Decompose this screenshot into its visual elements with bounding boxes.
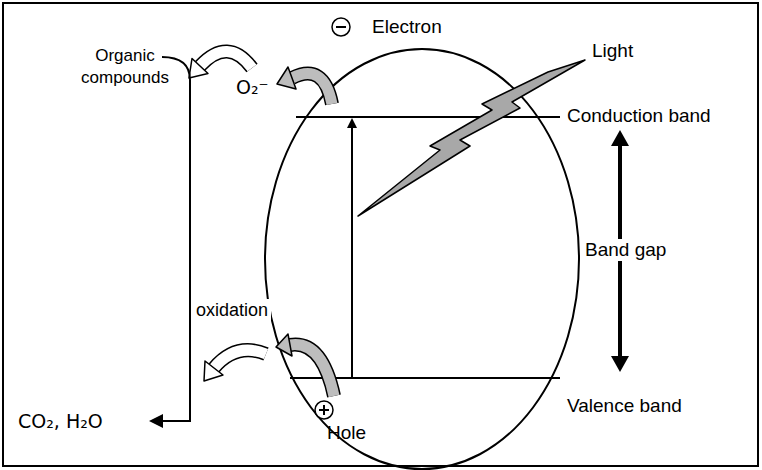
organic-compounds-label: Organic compounds: [65, 45, 185, 89]
excitation-arrow: [351, 120, 353, 378]
hole-symbol: [323, 405, 325, 415]
electron-symbol: [336, 26, 346, 28]
conduction-band-line: [296, 116, 560, 118]
frame: [3, 3, 758, 466]
oxidation-arrow-out: [204, 350, 266, 381]
reduction-arrow: [277, 67, 332, 104]
electron-label: Electron: [372, 16, 442, 38]
bracket-line: [160, 57, 190, 421]
band-gap-head: [611, 356, 629, 372]
hole-label: Hole: [327, 422, 366, 444]
valence-band-label: Valence band: [567, 395, 682, 417]
band-gap-head: [611, 130, 629, 146]
band-gap-label: Band gap: [582, 239, 669, 261]
oxidation-label: oxidation: [193, 299, 271, 321]
hole-symbol: [315, 401, 333, 419]
light-bolt: [358, 60, 585, 216]
products-label: CO₂, H₂O: [18, 410, 103, 432]
electron-symbol: [332, 18, 350, 36]
particle-ellipse: [265, 49, 579, 469]
oxidation-arrow: [276, 334, 334, 396]
bracket-head: [149, 414, 163, 428]
light-label: Light: [592, 40, 633, 62]
conduction-band-label: Conduction band: [567, 105, 711, 127]
superoxide-label: O₂⁻: [236, 76, 269, 98]
attack-arrow: [189, 51, 252, 78]
